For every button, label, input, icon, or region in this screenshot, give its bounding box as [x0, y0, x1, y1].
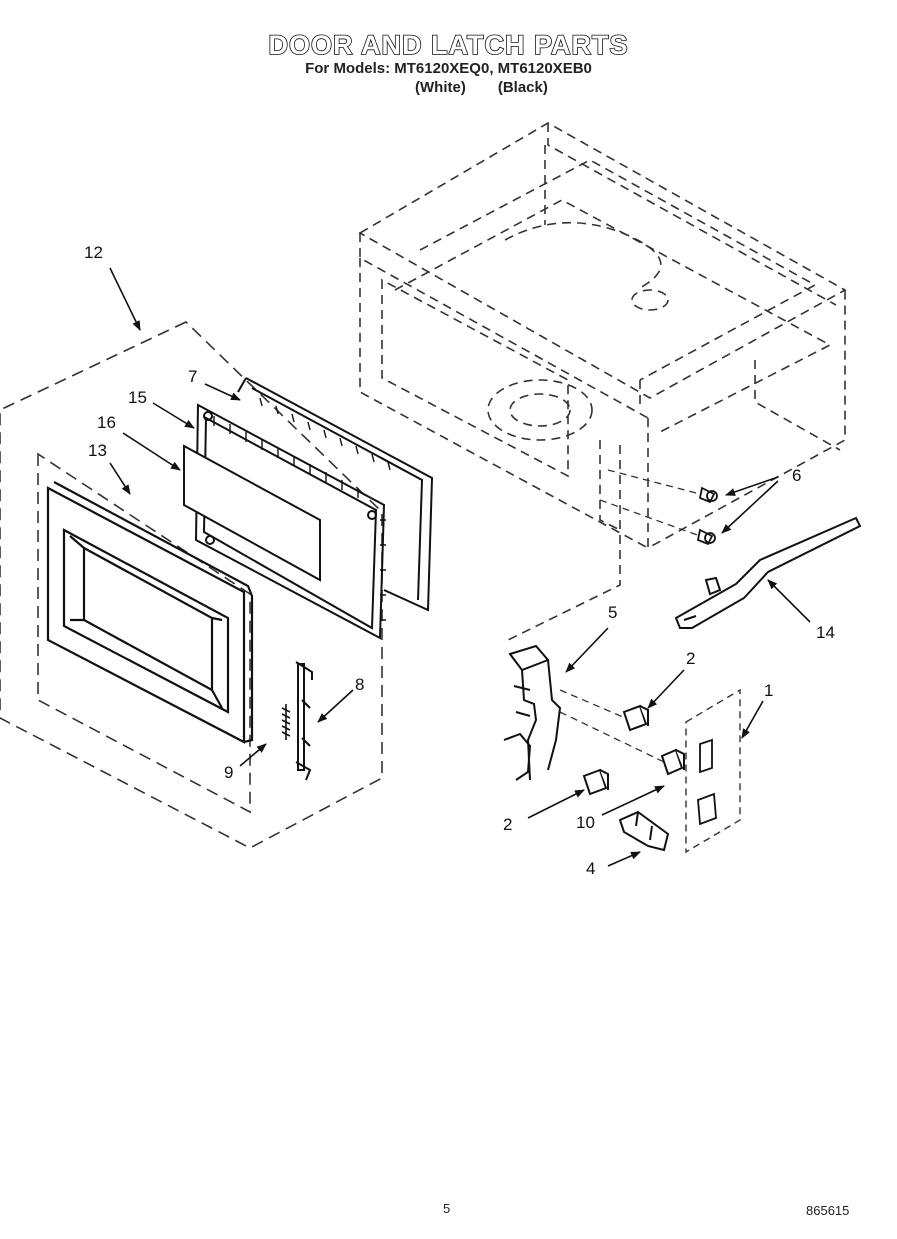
- callout-16: 16: [97, 413, 116, 432]
- interlock-switch-lower: [582, 768, 609, 796]
- callout-13: 13: [88, 441, 107, 460]
- callout-2-lower: 2: [503, 815, 512, 834]
- fuse-kit: [685, 688, 741, 854]
- door-outer-panel: [46, 481, 254, 744]
- interlock-switch-upper: [622, 704, 649, 732]
- callout-15: 15: [128, 388, 147, 407]
- callout-12: 12: [84, 243, 103, 262]
- latch-spring: [281, 704, 291, 740]
- assembly-leader-lines: [559, 469, 701, 763]
- page-title: DOOR AND LATCH PARTS: [268, 29, 629, 61]
- monitor-switch: [660, 748, 685, 776]
- cabinet-outline: [358, 122, 847, 641]
- door-assembly-outline: [0, 321, 383, 849]
- switch-holder: [618, 810, 670, 852]
- callout-labels: 12 7 15 16 13 6 14 5 2 1 8 9 2 10 4: [84, 243, 835, 878]
- document-code: 865615: [806, 1203, 850, 1218]
- latch-bracket: [503, 644, 562, 781]
- callout-10: 10: [576, 813, 595, 832]
- window-screen-panel: [183, 444, 321, 582]
- latch-hook: [295, 661, 313, 781]
- callout-9: 9: [224, 763, 233, 782]
- callout-14: 14: [816, 623, 835, 642]
- page-number: 5: [443, 1201, 451, 1216]
- color-variants: (White) (Black): [415, 79, 580, 96]
- callout-8: 8: [355, 675, 364, 694]
- variant-black: (Black): [497, 79, 548, 96]
- door-lever: [674, 516, 862, 629]
- callout-7: 7: [188, 367, 197, 386]
- variant-white: (White): [415, 79, 466, 96]
- callout-2-upper: 2: [686, 649, 695, 668]
- callout-5: 5: [608, 603, 617, 622]
- door-choke-frame: [237, 377, 434, 612]
- callout-arrows: [109, 267, 811, 867]
- callout-4: 4: [586, 859, 595, 878]
- mounting-screws: [696, 486, 718, 546]
- callout-6: 6: [792, 466, 801, 485]
- callout-1: 1: [764, 681, 773, 700]
- model-subtitle: For Models: MT6120XEQ0, MT6120XEB0: [305, 60, 592, 77]
